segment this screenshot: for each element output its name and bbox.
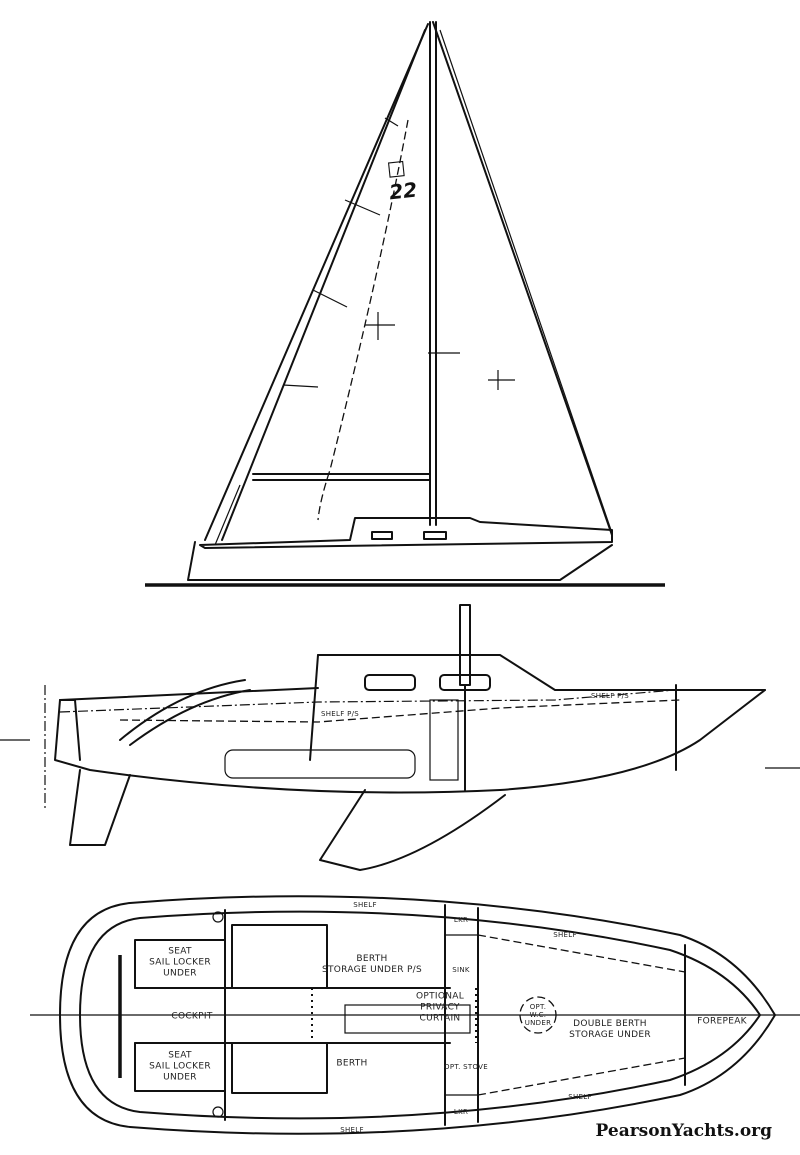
label-locker-bottom: LKR <box>453 1108 469 1116</box>
label-shelf-bottom-right: SHELF <box>568 1093 592 1101</box>
label-shelf-bottom: SHELF <box>340 1126 364 1134</box>
label-sink: SINK <box>452 966 470 974</box>
label-berth-bottom: BERTH <box>336 1058 368 1069</box>
label-forepeak: FOREPEAK <box>697 1016 747 1027</box>
label-shelf-top-right: SHELF <box>553 931 577 939</box>
sail-plan-drawing <box>145 21 665 587</box>
label-seat-bottom: SEAT SAIL LOCKER UNDER <box>149 1050 211 1083</box>
label-opt-wc: OPT. W.C. UNDER <box>524 1003 552 1027</box>
label-opt-stove: OPT. STOVE <box>444 1063 488 1071</box>
plan-view-drawing <box>30 895 800 1135</box>
profile-drawing <box>0 604 800 871</box>
sail-insignia: □ 22 <box>385 154 419 205</box>
label-berth-top: BERTH STORAGE UNDER P/S <box>321 954 423 975</box>
label-seat-top: SEAT SAIL LOCKER UNDER <box>149 946 211 979</box>
label-cockpit: COCKPIT <box>171 1011 213 1022</box>
label-shelf-aft: SHELF P/S <box>320 710 360 718</box>
pearson-p-logo-icon: □ <box>385 154 407 181</box>
label-locker-top: LKR <box>453 916 469 924</box>
watermark: PearsonYachts.org <box>595 1121 772 1141</box>
label-double-berth: DOUBLE BERTH STORAGE UNDER <box>569 1019 651 1040</box>
label-shelf-top: SHELF <box>353 901 377 909</box>
label-privacy-curtain: OPTIONAL PRIVACY CURTAIN <box>415 991 465 1024</box>
label-shelf-fwd: SHELF P/S <box>590 692 630 700</box>
